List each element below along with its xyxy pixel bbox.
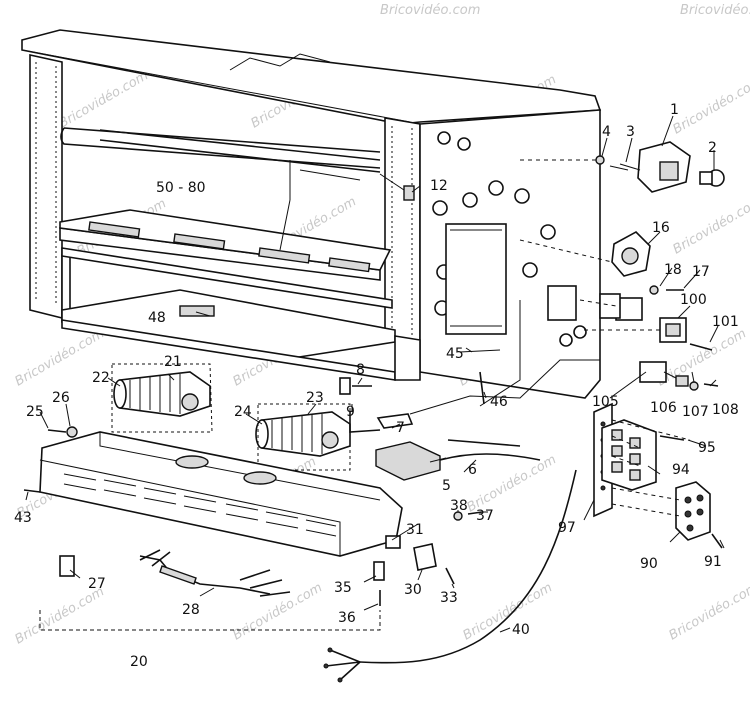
label-27: 27 (88, 576, 106, 592)
part-6-lead-2 (448, 440, 520, 446)
part-7-clamp (378, 414, 412, 428)
label-23: 23 (306, 390, 324, 406)
label-16: 16 (652, 220, 670, 236)
label-3: 3 (626, 124, 635, 140)
watermark-20: Bricovidéo.com (231, 580, 325, 643)
label-94: 94 (672, 462, 690, 478)
part-105-clip (640, 362, 666, 382)
watermark-19: Bricovidéo.com (461, 580, 555, 643)
part-94-terminal-strip (602, 420, 656, 490)
label-26: 26 (52, 390, 70, 406)
part-48-pad (180, 306, 214, 316)
watermark-4: Bricovidéo.com (671, 74, 750, 137)
part-100-switch (616, 298, 686, 342)
label-106: 106 (650, 400, 677, 416)
part-35-thermal-fuse (374, 562, 384, 580)
bracket-plate (548, 286, 576, 320)
part-33-screw (446, 568, 454, 584)
label-22: 22 (92, 370, 110, 386)
label-18: 18 (664, 262, 682, 278)
label-46: 46 (490, 394, 508, 410)
part-26-washer (67, 427, 77, 437)
label-40: 40 (512, 622, 530, 638)
label-97: 97 (558, 520, 576, 536)
label-4: 4 (602, 124, 611, 140)
label-38: 38 (450, 498, 468, 514)
label-101: 101 (712, 314, 739, 330)
label-37: 37 (476, 508, 494, 524)
label-21: 21 (164, 354, 182, 370)
part-20-group-bracket (40, 610, 380, 630)
watermark-10: Bricovidéo.com (671, 194, 750, 257)
label-50-80: 50 - 80 (156, 180, 206, 196)
watermark-17: Bricovidéo.com (465, 452, 559, 515)
label-91: 91 (704, 554, 722, 570)
label-90: 90 (640, 556, 658, 572)
part-1-switch (620, 142, 690, 192)
label-7: 7 (396, 420, 405, 436)
label-107: 107 (682, 404, 709, 420)
part-25-screw (48, 430, 66, 432)
label-5: 5 (442, 478, 451, 494)
label-33: 33 (440, 590, 458, 606)
part-106-nut (676, 376, 688, 386)
label-24: 24 (234, 404, 252, 420)
label-36: 36 (338, 610, 356, 626)
part-16-thermostat (612, 232, 650, 276)
part-24-blower-right (256, 412, 350, 456)
label-8: 8 (356, 362, 365, 378)
part-18-washer (650, 286, 658, 294)
part-6-lead (440, 454, 540, 460)
cabinet-housing (22, 30, 600, 398)
part-30-connector (414, 544, 436, 570)
watermark-1: Bricovidéo.com (380, 3, 480, 18)
label-35: 35 (334, 580, 352, 596)
part-90-terminal-block (676, 482, 710, 540)
front-bottom-panel (40, 432, 402, 556)
label-30: 30 (404, 582, 422, 598)
part-4-washer (596, 156, 604, 164)
watermark-21: Bricovidéo.com (13, 584, 107, 647)
part-8-bracket (340, 378, 350, 394)
thermostat-12 (404, 186, 414, 200)
label-95: 95 (698, 440, 716, 456)
label-25: 25 (26, 404, 44, 420)
label-9: 9 (346, 404, 355, 420)
watermark-18: Bricovidéo.com (667, 580, 750, 643)
part-95-screw (660, 436, 684, 440)
bracket-clip (600, 294, 620, 318)
part-28-cable-harness (140, 550, 290, 596)
label-48: 48 (148, 310, 166, 326)
part-107-washer (690, 382, 698, 390)
part-3-screw (610, 166, 628, 170)
label-20: 20 (130, 654, 148, 670)
label-2: 2 (708, 140, 717, 156)
part-2-knob (700, 170, 724, 186)
label-45: 45 (446, 346, 464, 362)
label-43: 43 (14, 510, 32, 526)
watermark-2: Bricovidéo.com (680, 3, 750, 18)
label-100: 100 (680, 292, 707, 308)
watermark-5: Bricovidéo.com (57, 68, 151, 131)
label-31: 31 (406, 522, 424, 538)
label-6: 6 (468, 462, 477, 478)
part-22-blower-left (114, 372, 210, 416)
label-1: 1 (670, 102, 679, 118)
label-12: 12 (430, 178, 448, 194)
part-5-filter-block (376, 442, 440, 480)
label-105: 105 (592, 394, 619, 410)
part-27-switch (60, 556, 74, 576)
label-108: 108 (712, 402, 739, 418)
part-31-bracket (386, 536, 400, 548)
label-28: 28 (182, 602, 200, 618)
label-17: 17 (692, 264, 710, 280)
part-43-screw (24, 490, 40, 492)
